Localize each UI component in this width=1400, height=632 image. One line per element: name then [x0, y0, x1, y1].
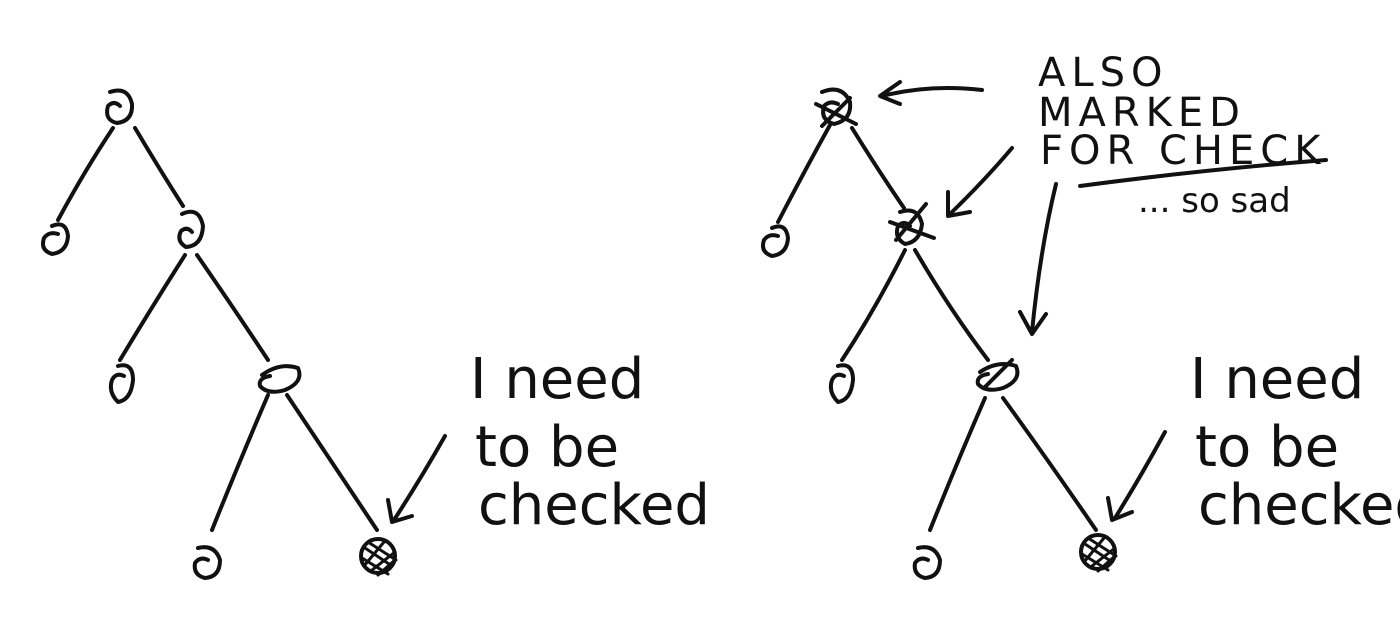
right-edge-n1-right [913, 248, 990, 362]
marked-line-1: ALSO [1038, 50, 1169, 96]
aside-note: ... so sad [1138, 181, 1291, 221]
right-arrow-head [1106, 496, 1134, 522]
right-node-leaf-2 [828, 363, 855, 404]
marked-underline [1078, 158, 1328, 188]
left-arrow [392, 434, 447, 522]
marked-arrow-inner-1-head [946, 190, 972, 218]
right-note-line-2: to be [1195, 415, 1339, 480]
marked-arrow-root [880, 86, 984, 98]
right-note-line-3: checked [1198, 473, 1400, 538]
right-edge-root-left [776, 123, 832, 224]
right-node-root-crossed [814, 87, 858, 128]
left-node-inner-2 [257, 364, 302, 394]
right-node-inner-1-crossed [888, 202, 936, 246]
left-note-line-1: I need [470, 347, 644, 412]
marked-arrow-root-head [878, 80, 902, 106]
right-node-leaf-3 [912, 545, 942, 580]
right-node-inner-2-crossed [975, 358, 1020, 392]
left-node-inner-1 [177, 209, 205, 249]
marked-arrow-inner-1 [948, 146, 1014, 216]
marked-line-3: FOR CHECK [1040, 128, 1326, 174]
right-edge-root-right [850, 126, 906, 210]
right-note-line-1: I need [1190, 347, 1364, 412]
marked-arrow-inner-2-head [1018, 310, 1048, 336]
right-tree: I need to be checked ALSO MARKED FOR CHE… [761, 50, 1400, 580]
left-arrow-head [386, 498, 414, 524]
left-node-leaf-3 [192, 545, 222, 580]
right-target-node [1079, 533, 1118, 573]
right-arrow [1113, 430, 1167, 520]
right-edge-n2-right [1001, 396, 1098, 532]
left-note-line-2: to be [475, 415, 619, 480]
left-edge-n2-right [285, 393, 379, 532]
left-node-root [105, 88, 135, 125]
left-node-leaf-2 [108, 363, 135, 404]
left-tree: I need to be checked [41, 88, 710, 580]
left-edge-root-left [56, 126, 115, 222]
right-edge-n1-left [840, 248, 907, 362]
right-node-leaf-1 [761, 224, 790, 258]
left-target-node [359, 537, 398, 577]
left-edge-n1-right [195, 253, 270, 362]
left-edge-n2-left [210, 393, 270, 532]
left-edge-n1-left [118, 253, 187, 362]
left-note-line-3: checked [478, 473, 710, 538]
left-node-leaf-1 [41, 222, 70, 256]
left-edge-root-right [133, 126, 185, 208]
right-edge-n2-left [928, 396, 987, 532]
marked-arrow-inner-2 [1030, 182, 1058, 334]
marked-line-2: MARKED [1038, 90, 1246, 136]
